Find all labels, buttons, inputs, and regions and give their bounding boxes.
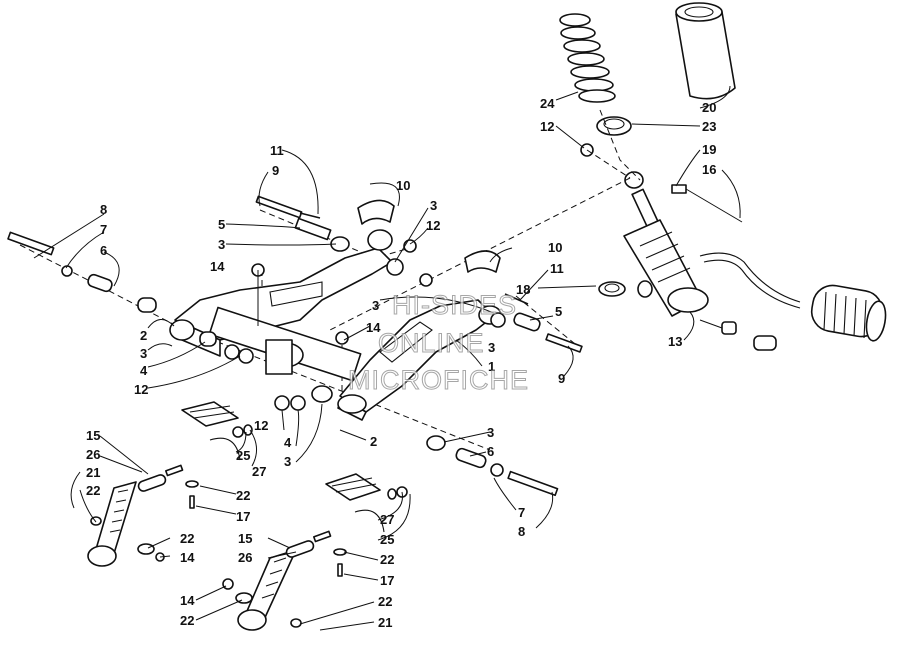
callout-9: 9 (272, 163, 279, 178)
callout-25: 25 (380, 532, 394, 547)
callout-22: 22 (86, 483, 100, 498)
callout-19: 19 (702, 142, 716, 157)
callout-22: 22 (180, 613, 194, 628)
callout-17: 17 (380, 573, 394, 588)
leader-lines (33, 85, 741, 631)
callout-3: 3 (430, 198, 437, 213)
callout-numbers: 8 7 6 2 3 4 12 11 9 5 3 14 10 3 12 10 11… (86, 96, 716, 630)
callout-26: 26 (238, 550, 252, 565)
callout-6: 6 (100, 243, 107, 258)
callout-20: 20 (702, 100, 716, 115)
callout-13: 13 (668, 334, 682, 349)
callout-3: 3 (218, 237, 225, 252)
callout-5: 5 (555, 304, 562, 319)
callout-8: 8 (100, 202, 107, 217)
callout-25: 25 (236, 448, 250, 463)
callout-12: 12 (134, 382, 148, 397)
callout-2: 2 (140, 328, 147, 343)
callout-10: 10 (396, 178, 410, 193)
callout-2: 2 (370, 434, 377, 449)
callout-4: 4 (284, 435, 292, 450)
footrest-bracket-left (181, 401, 241, 461)
callout-7: 7 (518, 505, 525, 520)
footrest-bracket-right (325, 473, 385, 533)
shock-hardware (580, 143, 777, 351)
foot-lever-right (222, 530, 347, 631)
callout-26: 26 (86, 447, 100, 462)
spring-seat (596, 116, 632, 136)
callout-10: 10 (548, 240, 562, 255)
callout-11: 11 (550, 261, 564, 276)
watermark-line-3: MICROFICHE (348, 365, 529, 395)
foot-lever-left (87, 464, 199, 567)
watermark: HI-SIDES ONLINE MICROFICHE (348, 290, 529, 396)
callout-12: 12 (426, 218, 440, 233)
watermark-line-2: ONLINE (378, 328, 485, 358)
callout-3: 3 (372, 298, 379, 313)
callout-14: 14 (180, 550, 195, 565)
swing-arm (169, 229, 502, 421)
callout-3: 3 (487, 425, 494, 440)
watermark-line-1: HI-SIDES (392, 290, 517, 320)
callout-24: 24 (540, 96, 555, 111)
callout-23: 23 (702, 119, 716, 134)
callout-21: 21 (86, 465, 100, 480)
callout-18: 18 (516, 282, 530, 297)
callout-21: 21 (378, 615, 392, 630)
callout-11: 11 (270, 143, 284, 158)
small-washers (232, 424, 408, 500)
callout-3: 3 (140, 346, 147, 361)
callout-27: 27 (252, 464, 266, 479)
callout-12: 12 (540, 119, 554, 134)
bushings-and-hardware (7, 195, 583, 497)
callout-7: 7 (100, 222, 107, 237)
callout-14: 14 (180, 593, 195, 608)
callout-12: 12 (254, 418, 268, 433)
callout-27: 27 (380, 512, 394, 527)
callout-22: 22 (236, 488, 250, 503)
coil-spring (559, 13, 616, 103)
dust-boot (675, 2, 736, 100)
callout-9: 9 (558, 371, 565, 386)
callout-15: 15 (86, 428, 100, 443)
callout-14: 14 (210, 259, 225, 274)
shock-absorber (623, 171, 887, 342)
callout-4: 4 (140, 363, 148, 378)
callout-22: 22 (378, 594, 392, 609)
callout-22: 22 (380, 552, 394, 567)
callout-5: 5 (218, 217, 225, 232)
callout-3: 3 (488, 340, 495, 355)
callout-8: 8 (518, 524, 525, 539)
callout-22: 22 (180, 531, 194, 546)
callout-14: 14 (366, 320, 381, 335)
callout-17: 17 (236, 509, 250, 524)
callout-3: 3 (284, 454, 291, 469)
callout-6: 6 (487, 444, 494, 459)
callout-16: 16 (702, 162, 716, 177)
callout-1: 1 (488, 359, 495, 374)
callout-15: 15 (238, 531, 252, 546)
